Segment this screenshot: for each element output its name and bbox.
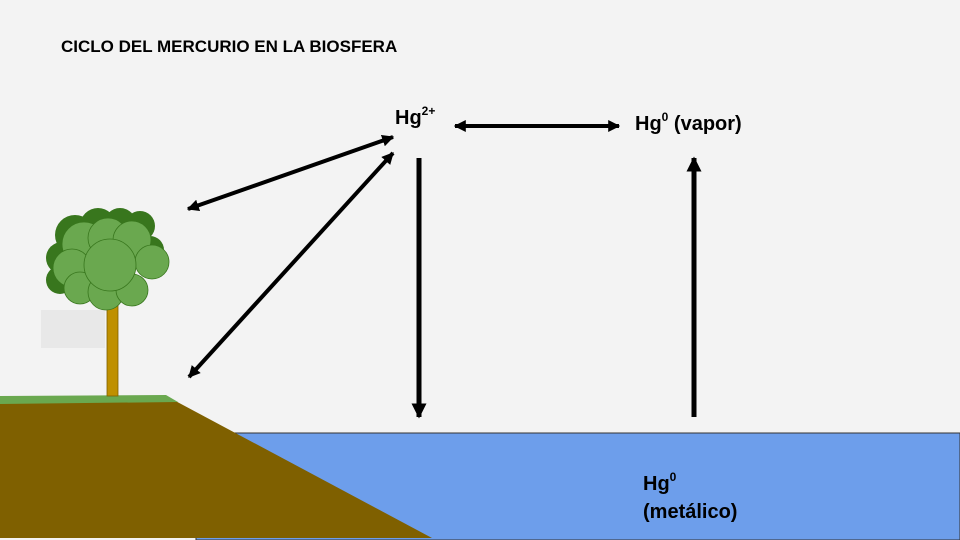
hg-metal-formula: Hg0 bbox=[643, 470, 737, 498]
label-hg-vapor: Hg0 (vapor) bbox=[635, 110, 742, 136]
soil-bank bbox=[0, 397, 432, 538]
hg-vapor-state: (vapor) bbox=[668, 113, 742, 135]
label-hg-metal: Hg0 (metálico) bbox=[643, 470, 737, 526]
hg-vapor-base: Hg bbox=[635, 113, 662, 135]
tree-crown-front bbox=[52, 217, 170, 311]
label-hg-ion: Hg2+ bbox=[395, 104, 436, 130]
arrow-ion-tree-crown bbox=[186, 134, 395, 212]
hg-metal-state: (metálico) bbox=[643, 501, 738, 523]
arrow-ion-tree-base bbox=[187, 151, 395, 379]
diagram-title: CICLO DEL MERCURIO EN LA BIOSFERA bbox=[61, 37, 398, 56]
hg-ion-charge: 2+ bbox=[421, 104, 436, 118]
hg-vapor-oxidation: 0 bbox=[661, 110, 669, 124]
hg-ion-base: Hg bbox=[395, 107, 422, 129]
background-panel bbox=[41, 310, 105, 348]
hg-metal-oxidation: 0 bbox=[669, 470, 677, 484]
grass-strip bbox=[0, 395, 178, 404]
tree bbox=[46, 208, 170, 397]
hg-metal-base: Hg bbox=[643, 473, 670, 495]
